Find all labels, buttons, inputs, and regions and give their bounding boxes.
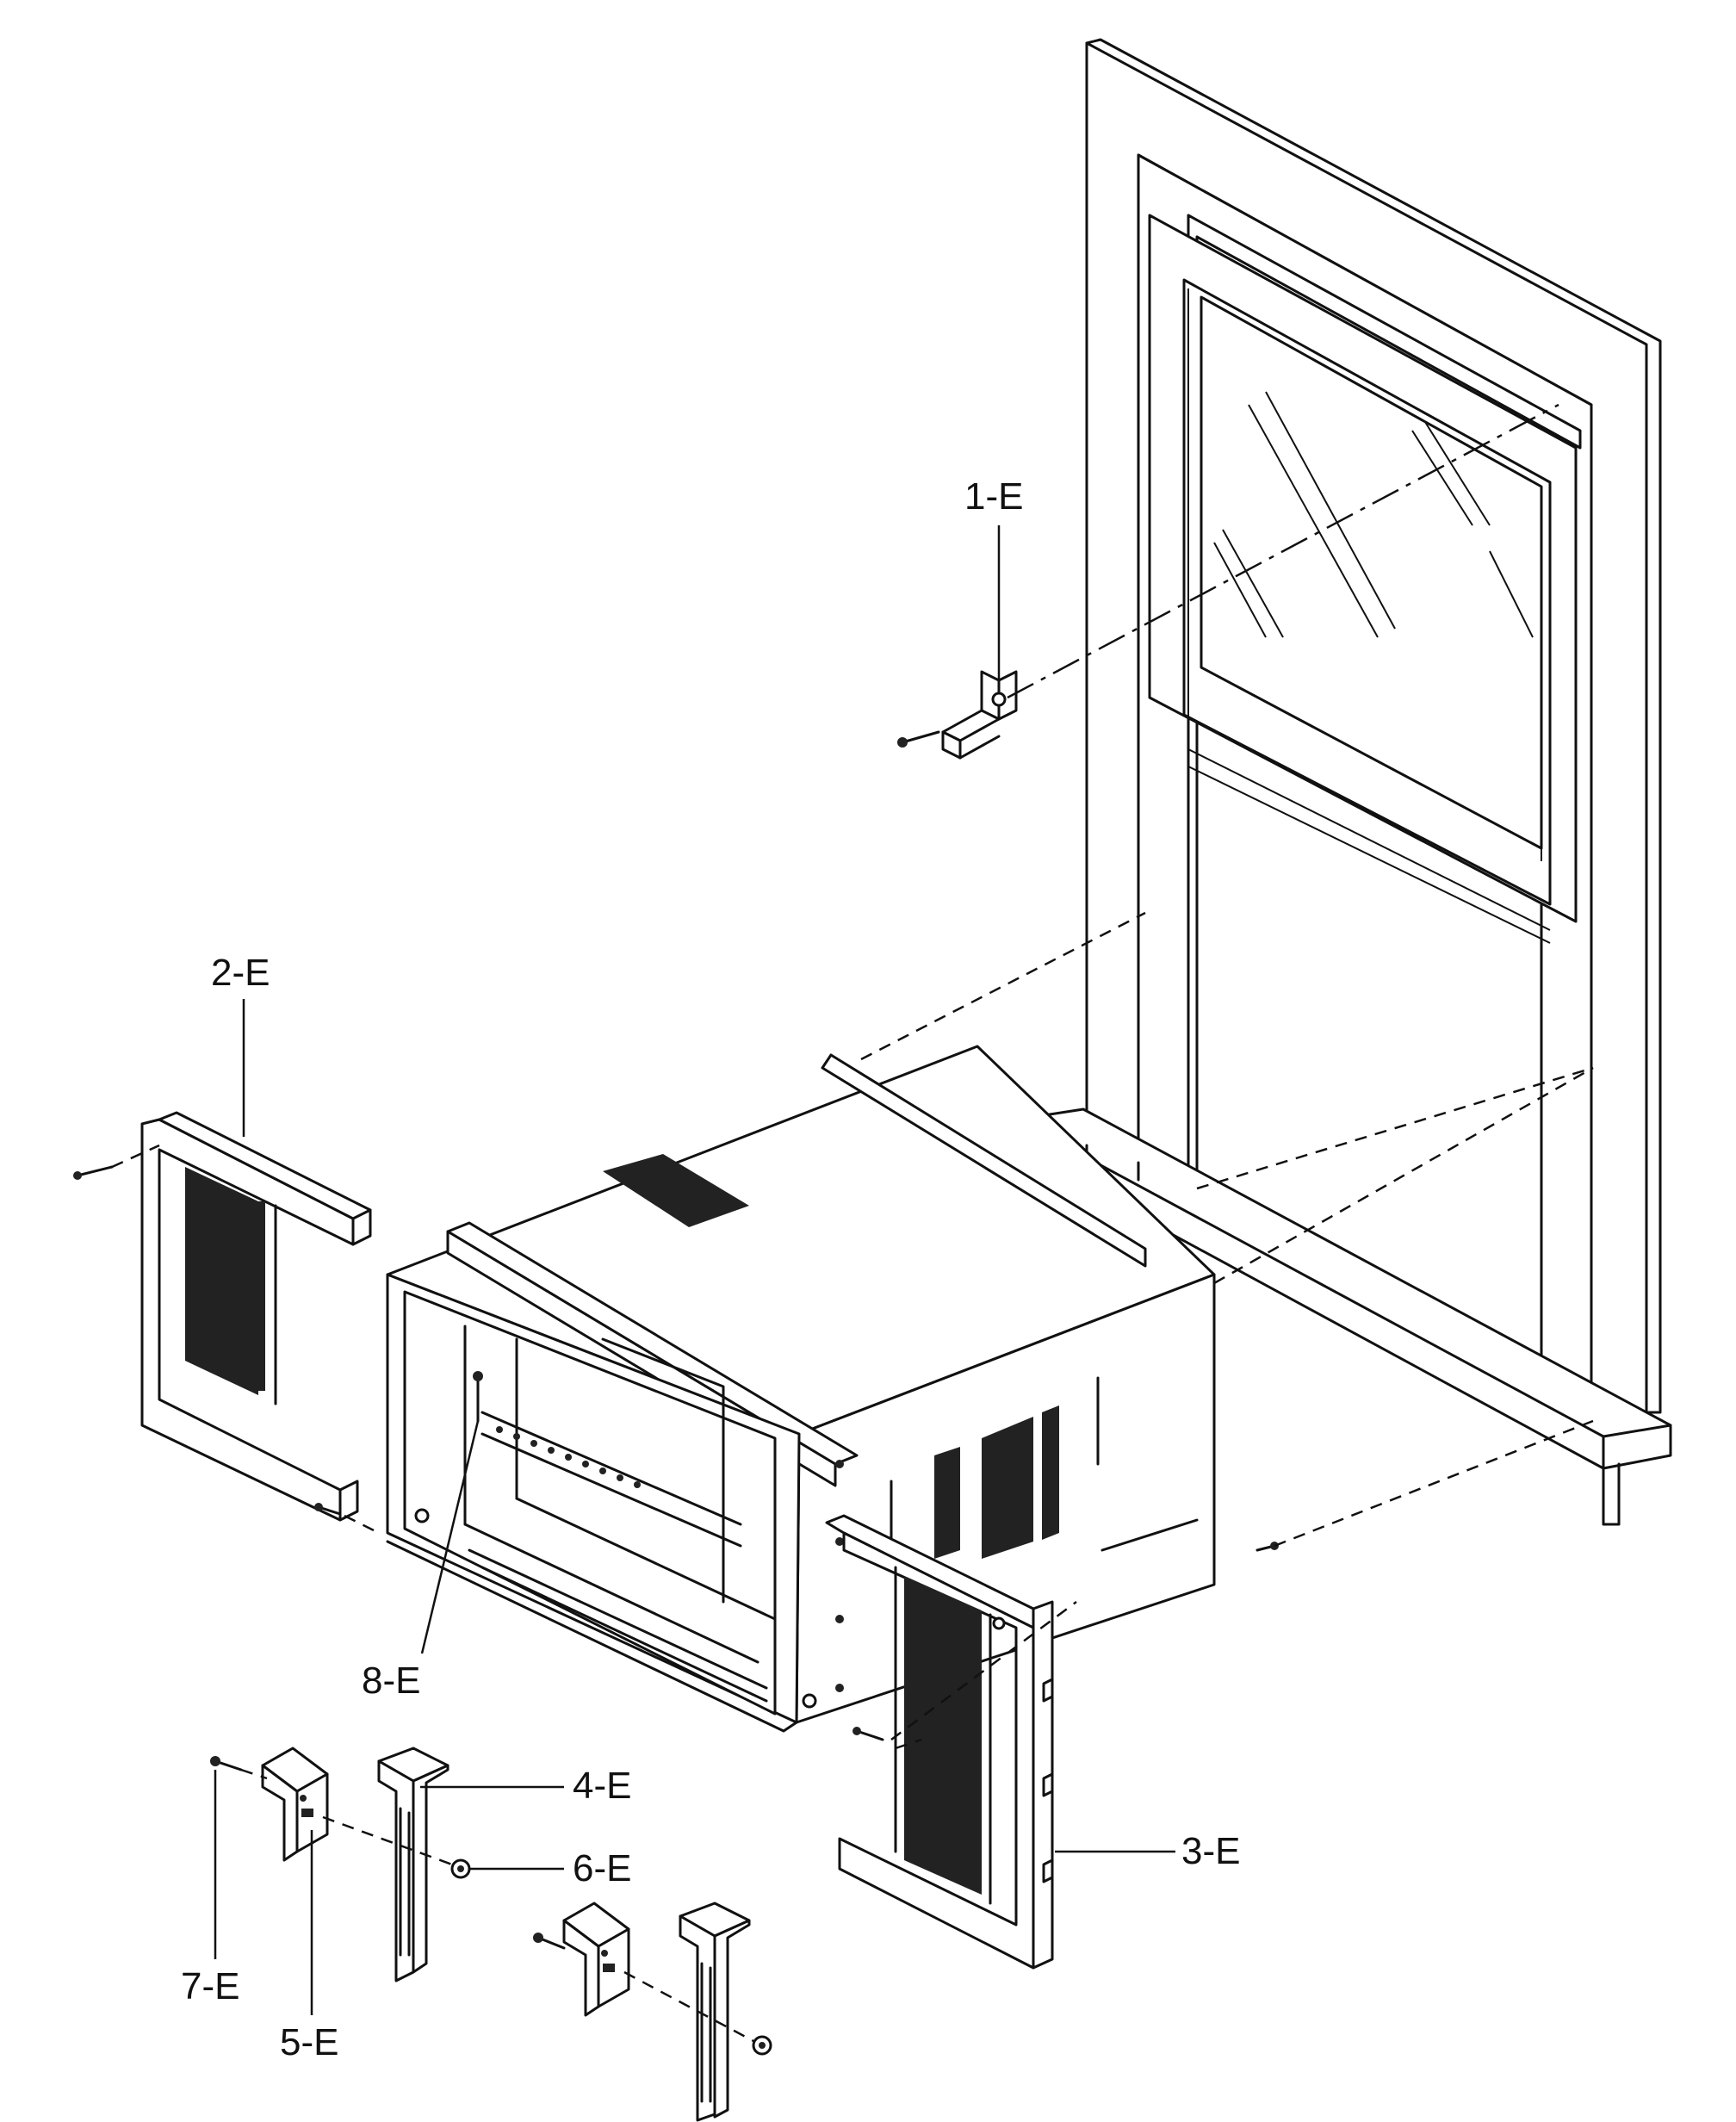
nut-6-e bbox=[450, 1858, 471, 1879]
mounting-bracket-5-e bbox=[261, 1747, 329, 1862]
nut-lower bbox=[752, 2035, 772, 2056]
screw-2-e-bottom bbox=[314, 1503, 342, 1516]
screw-7-e bbox=[210, 1756, 243, 1771]
callout-4-e: 4-E bbox=[573, 1765, 632, 1807]
callout-2-e: 2-E bbox=[211, 952, 270, 994]
right-side-curtain-3-e bbox=[825, 1514, 1054, 1970]
side-vent-louvers bbox=[934, 1405, 1059, 1559]
alignment-lines bbox=[860, 403, 1594, 1750]
screw-lower bbox=[533, 1933, 566, 1950]
mounting-bracket-lower bbox=[562, 1902, 630, 2017]
curtain-pleats bbox=[904, 1576, 982, 1895]
support-bracket-lower bbox=[679, 1902, 751, 2122]
screw-3-e-bottom bbox=[852, 1727, 884, 1741]
callout-6-e: 6-E bbox=[573, 1847, 632, 1889]
callout-3-e: 3-E bbox=[1181, 1830, 1241, 1872]
leader-lines bbox=[214, 525, 1175, 2015]
window-frame bbox=[1014, 38, 1672, 1526]
top-vent-grille bbox=[603, 1154, 749, 1227]
curtain-pleats bbox=[185, 1167, 258, 1395]
cabinet-shell bbox=[386, 1045, 1216, 1733]
screw-2-e-top bbox=[73, 1165, 114, 1180]
screw-8-e bbox=[473, 1371, 483, 1423]
callout-8-e: 8-E bbox=[362, 1660, 421, 1702]
callout-1-e: 1-E bbox=[964, 475, 1024, 518]
support-bracket-4-e bbox=[377, 1747, 450, 1982]
left-side-curtain-2-e bbox=[140, 1111, 372, 1522]
screw-1-e bbox=[897, 730, 940, 748]
rail-holes bbox=[496, 1426, 641, 1488]
callout-7-e: 7-E bbox=[181, 1965, 240, 2007]
sash-lock-bracket-1-e bbox=[941, 670, 1018, 760]
callout-5-e: 5-E bbox=[280, 2021, 339, 2063]
